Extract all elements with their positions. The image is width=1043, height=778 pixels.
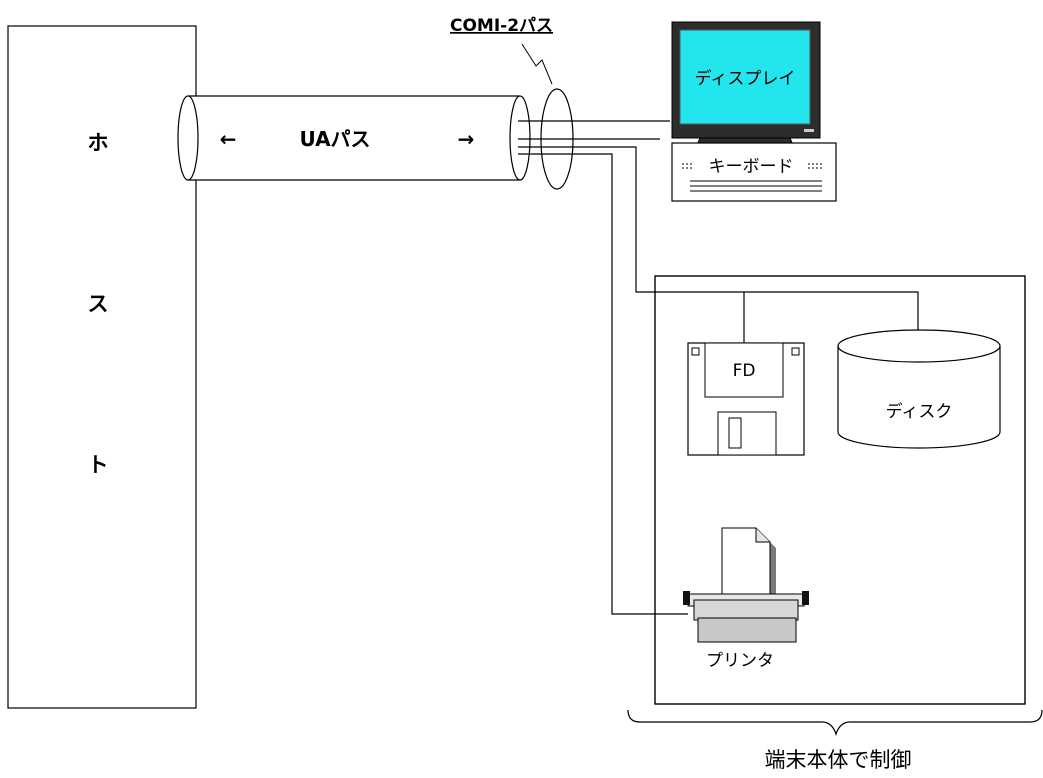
display-label: ディスプレイ <box>695 68 796 89</box>
comi-bus-label-group: COMI-2パス <box>450 16 553 85</box>
bus-lines <box>518 120 919 615</box>
printer-label: プリンタ <box>706 651 774 671</box>
fd-label: FD <box>733 361 756 381</box>
display-icon: ディスプレイ <box>671 21 821 158</box>
terminal-brace <box>627 709 1043 736</box>
host-label-3: ト <box>88 453 109 477</box>
comi-bus-ellipse <box>540 88 574 190</box>
ua-bus-cylinder: ← UAパス → <box>177 95 531 181</box>
ua-bus-label: UAパス <box>299 127 370 151</box>
fd-icon: FD <box>687 342 805 456</box>
keyboard-label: キーボード <box>709 157 794 177</box>
terminal-caption: 端末本体で制御 <box>765 748 912 772</box>
ua-left-arrow: ← <box>220 127 237 151</box>
ua-right-arrow: → <box>458 127 475 151</box>
display-screen <box>679 29 811 125</box>
host-label-2: ス <box>88 292 109 316</box>
disk-label: ディスク <box>886 401 953 422</box>
storage-line <box>518 146 919 330</box>
host-box: ホ ス ト <box>7 25 197 709</box>
lightning-icon <box>521 43 553 85</box>
keyboard-icon: キーボード <box>671 142 837 202</box>
comi-bus-label: COMI-2パス <box>450 16 553 36</box>
printer-icon: プリンタ <box>683 527 809 671</box>
disk-icon: ディスク <box>837 329 1001 449</box>
host-label-1: ホ <box>88 131 109 155</box>
printer-line <box>518 153 688 615</box>
terminal-box <box>654 275 1026 705</box>
